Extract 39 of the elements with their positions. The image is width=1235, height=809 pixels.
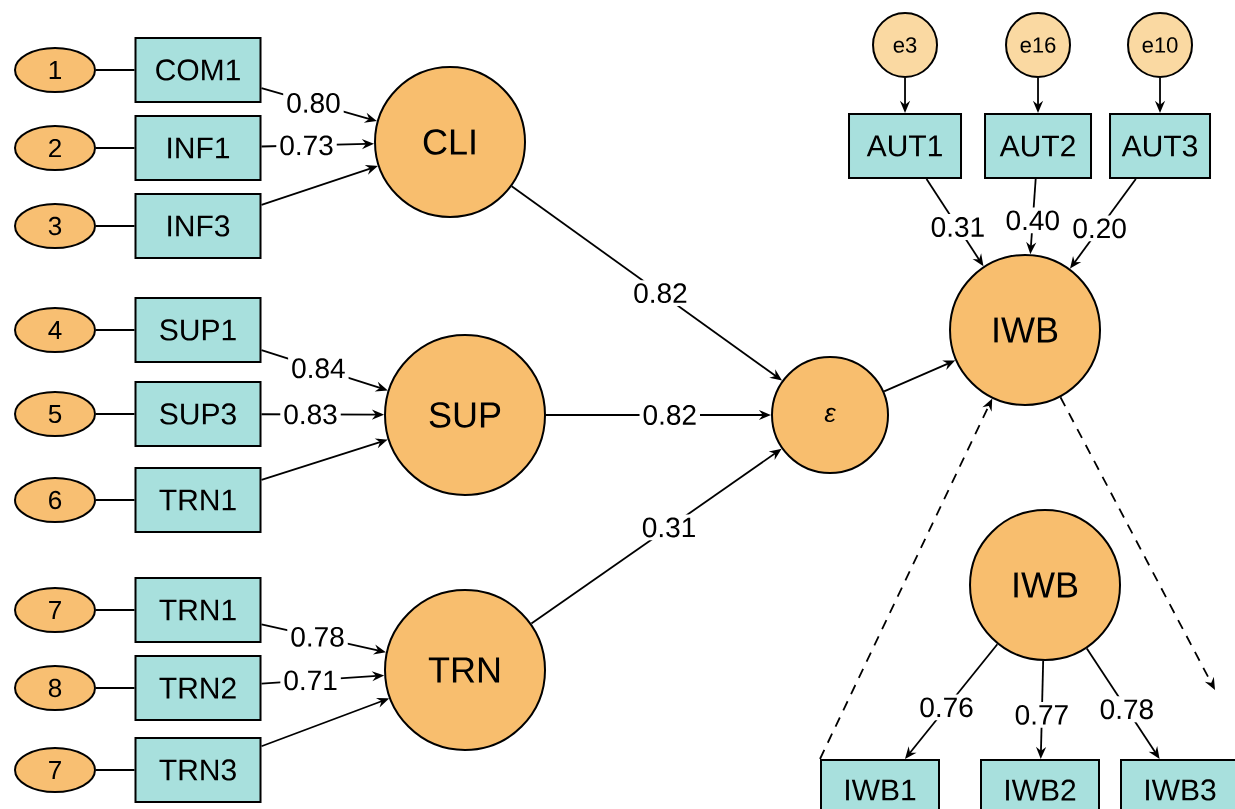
connector-line (95, 69, 136, 71)
indicator-box: AUT3 (1109, 113, 1211, 179)
indicator-box: AUT2 (984, 113, 1092, 179)
indicator-box: SUP1 (134, 297, 262, 363)
connector-line (95, 769, 136, 771)
connector-line (95, 499, 136, 501)
edge-label: 0.71 (280, 667, 341, 694)
connector-line (95, 413, 136, 415)
indicator-box: TRN2 (134, 655, 262, 721)
edge-label: 0.78 (287, 623, 348, 650)
indicator-box: COM1 (134, 37, 262, 103)
indicator-box: TRN3 (134, 737, 262, 803)
edge-label: 0.76 (916, 694, 977, 721)
connector-line (95, 687, 136, 689)
indicator-box: TRN1 (134, 577, 262, 643)
edge-label: 0.77 (1011, 701, 1073, 728)
indicator-box: IWB3 (1120, 759, 1235, 809)
connector-line (95, 609, 136, 611)
indicator-box: SUP3 (134, 381, 262, 447)
indicator-box: IWB1 (820, 759, 940, 809)
edge-label: 0.84 (288, 355, 349, 382)
connector-line (95, 329, 136, 331)
edge-label: 0.40 (1002, 207, 1063, 234)
edge-label: 0.82 (639, 402, 700, 428)
edge-label: 0.31 (638, 514, 700, 541)
indicator-box: INF3 (134, 193, 262, 259)
edge-label: 0.83 (280, 401, 341, 428)
edge-label: 0.20 (1069, 215, 1130, 242)
connector-line (95, 147, 136, 149)
indicator-box: AUT1 (848, 113, 962, 179)
edge-label: 0.78 (1096, 696, 1158, 723)
edge-label: 0.80 (283, 90, 344, 116)
indicator-box: INF1 (134, 115, 262, 181)
indicator-box: IWB2 (980, 759, 1100, 809)
edge-label: 0.73 (276, 132, 337, 159)
indicator-box: TRN1 (134, 467, 262, 533)
edge-label: 0.31 (927, 214, 989, 240)
connector-line (95, 225, 136, 227)
edge-label: 0.82 (630, 280, 691, 307)
